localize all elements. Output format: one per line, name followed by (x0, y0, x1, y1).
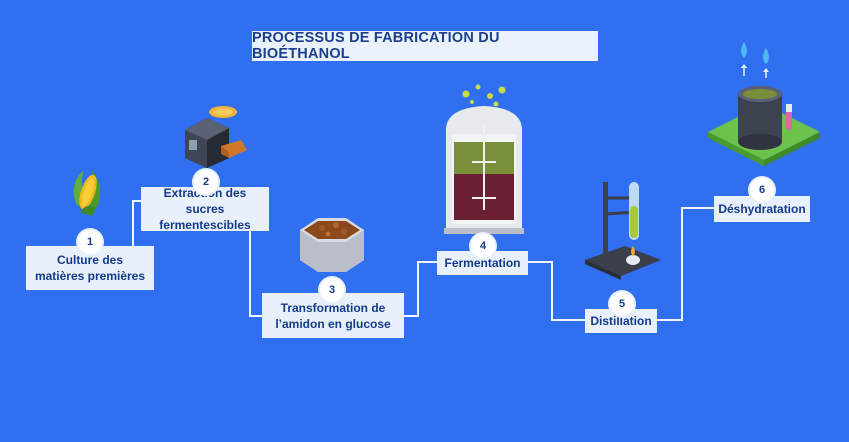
step-badge-2: 2 (194, 170, 218, 194)
diagram-title: PROCESSUS DE FABRICATION DU BIOÉTHANOL (252, 30, 598, 62)
step-badge-5: 5 (610, 292, 634, 316)
connector-lines (132, 200, 714, 321)
fermenter-tank-icon (444, 84, 524, 234)
dehydration-tank-icon (708, 42, 820, 166)
step-label: Culture des matières premières (34, 253, 146, 283)
step-badge-6: 6 (750, 178, 774, 202)
corn-icon (73, 170, 101, 216)
connector-5-6 (657, 207, 714, 321)
connector-4-5 (528, 261, 585, 321)
mash-tank-icon (300, 218, 364, 272)
step-label: Fermentation (444, 256, 521, 270)
step-box-extraction: Extraction des sucres fermentescibles (141, 186, 269, 232)
step-badge-4: 4 (471, 234, 495, 258)
connector-2-3 (249, 231, 262, 317)
step-label: Extraction des sucres fermentescibles (159, 186, 251, 232)
connector-3-4 (404, 261, 437, 317)
step-label: Distillation (590, 314, 652, 328)
step-badge-3: 3 (320, 278, 344, 302)
step-badge-1: 1 (78, 230, 102, 254)
distillation-stand-icon (585, 182, 661, 280)
step-label: Transformation de l’amidon en glucose (275, 300, 391, 331)
step-box-distillation: Distillation (585, 309, 657, 333)
connector-1-2 (132, 200, 141, 258)
step-box-culture: Culture des matières premières (26, 246, 154, 290)
extraction-machine-icon (185, 106, 247, 168)
step-label: Déshydratation (718, 202, 806, 216)
